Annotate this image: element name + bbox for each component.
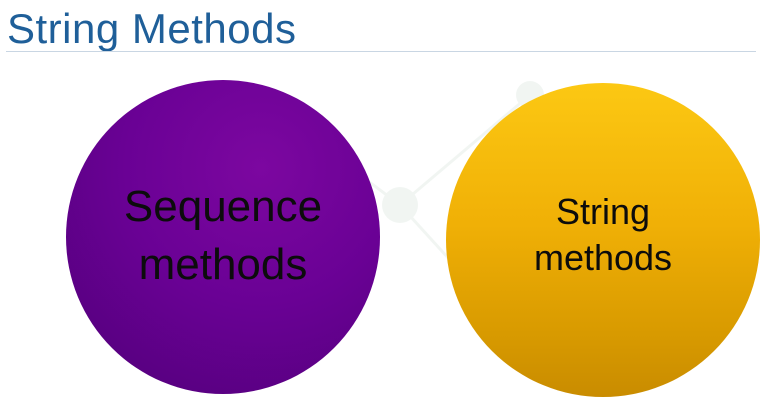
string-methods-label: String methods (533, 191, 673, 278)
title-divider (6, 51, 756, 52)
slide-title: String Methods (7, 5, 297, 52)
sequence-methods-label: Sequence methods (123, 182, 323, 289)
sequence-methods-circle: Sequence methods (66, 80, 380, 394)
string-methods-circle: String methods (446, 83, 760, 397)
